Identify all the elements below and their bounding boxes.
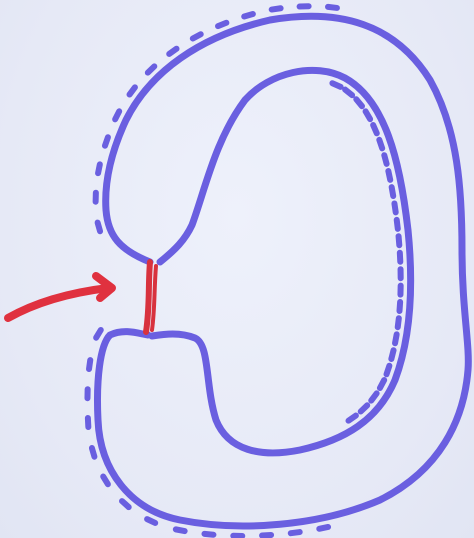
tick-mark [291,532,300,533]
tick-mark [272,8,281,9]
tick-mark [262,535,271,536]
tick-mark [105,137,108,145]
tick-mark [397,220,398,229]
tick-mark [345,90,352,96]
tick-mark [373,125,377,133]
tick-mark [399,302,400,311]
tick-mark [98,164,100,173]
tick-mark [244,14,253,17]
tick-mark [394,203,395,212]
tick-mark [218,23,226,26]
tick-mark [147,519,155,523]
tick-mark [366,111,371,119]
tick-mark [98,223,100,232]
tick-mark [361,405,367,411]
tick-mark [380,380,384,388]
tick-mark [391,350,393,359]
tick-mark [115,111,119,119]
tick-mark [204,534,213,535]
tick-mark [169,49,176,54]
tick-mark [392,187,394,196]
tick-mark [176,529,185,531]
tick-mark [148,66,154,72]
tick-mark [96,330,101,338]
tick-mark [388,171,390,180]
tick-mark [130,87,135,94]
tick-mark [122,501,129,507]
tick-mark [319,527,328,529]
tick-mark [395,334,397,343]
tick-mark [371,393,376,400]
red-arrow-shaft [8,288,108,318]
outer-tick-marks [87,6,336,536]
tick-mark [398,318,399,327]
tick-mark [89,360,90,369]
tick-mark [386,366,389,375]
tick-mark [328,7,337,8]
tick-mark [332,83,340,87]
tick-mark [348,416,355,421]
tick-mark [103,477,108,485]
red-seam-line-2 [152,266,156,330]
tick-mark [356,99,362,106]
red-seam-line [146,262,150,332]
tick-mark [379,140,382,149]
tick-mark [399,236,400,245]
tick-mark [92,448,95,457]
tick-mark [193,34,201,38]
tick-mark [384,155,386,164]
